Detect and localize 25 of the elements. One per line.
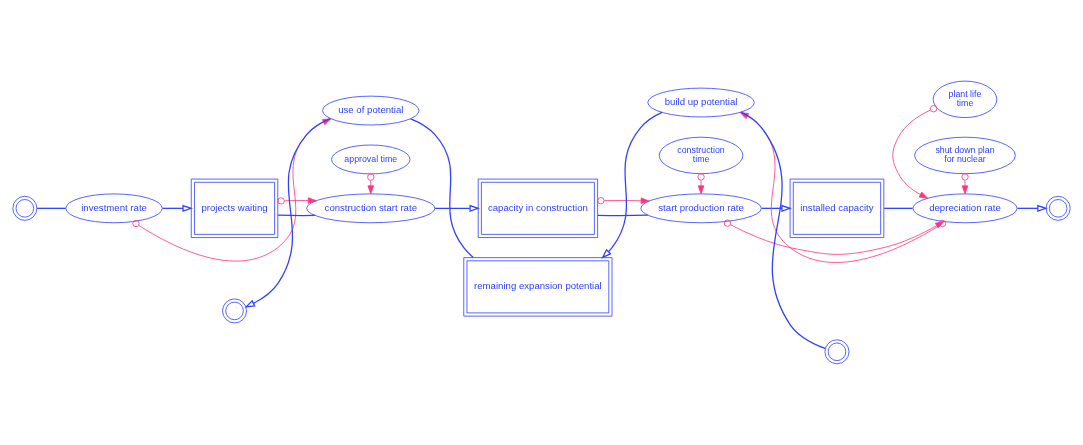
node-ellipse: approval time — [331, 144, 411, 175]
arrow — [723, 219, 945, 255]
arrow — [367, 173, 375, 195]
node-ellipse: investment rate — [65, 193, 163, 224]
arrow — [434, 204, 481, 213]
arrow — [132, 118, 332, 262]
arrow — [601, 111, 663, 259]
connector — [883, 207, 914, 209]
arrow — [961, 173, 969, 195]
arrow — [277, 197, 317, 205]
arrow — [1016, 204, 1048, 213]
connector — [597, 214, 649, 217]
arrow — [760, 204, 792, 213]
arrow — [739, 112, 947, 263]
arrow — [244, 118, 331, 308]
arrow — [892, 105, 938, 199]
node-ellipse: shut down plan for nuclear — [914, 136, 1016, 175]
connector — [410, 118, 474, 258]
arrow — [597, 197, 650, 205]
arrow — [161, 204, 193, 213]
node-ellipse: construction time — [658, 136, 744, 175]
connector — [740, 111, 826, 349]
connector — [36, 207, 67, 209]
connector — [277, 214, 316, 217]
arrow — [697, 173, 705, 195]
